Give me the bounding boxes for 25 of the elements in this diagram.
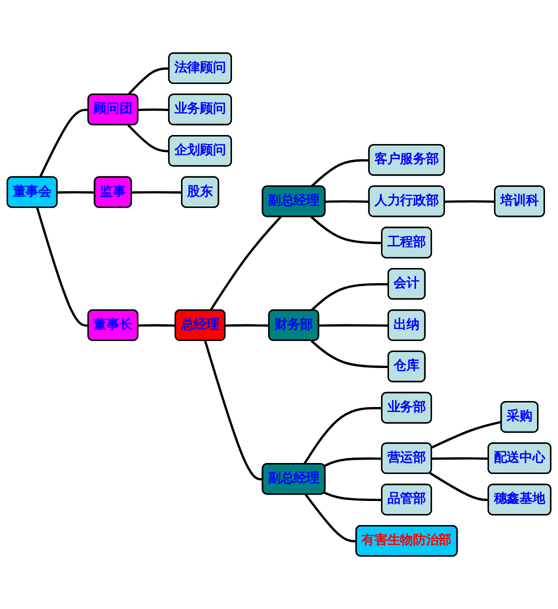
connector (38, 108, 89, 178)
connector (444, 200, 496, 203)
connector (127, 124, 170, 152)
connector (324, 492, 382, 502)
connector (57, 191, 96, 194)
connector (138, 108, 170, 112)
connector (127, 67, 170, 96)
connector (138, 324, 176, 327)
connector (432, 457, 489, 460)
connector (310, 159, 370, 188)
connector (429, 472, 489, 502)
connector (304, 494, 357, 542)
connector (310, 283, 389, 312)
connector (318, 324, 389, 327)
connector (204, 340, 263, 480)
connector (210, 216, 282, 312)
connector (325, 200, 370, 203)
connector (132, 191, 182, 194)
connector (310, 216, 382, 244)
connector (303, 406, 382, 465)
connector (36, 207, 89, 327)
connector (225, 324, 270, 327)
connector (310, 340, 389, 368)
connector (324, 457, 382, 468)
connector (431, 420, 502, 449)
